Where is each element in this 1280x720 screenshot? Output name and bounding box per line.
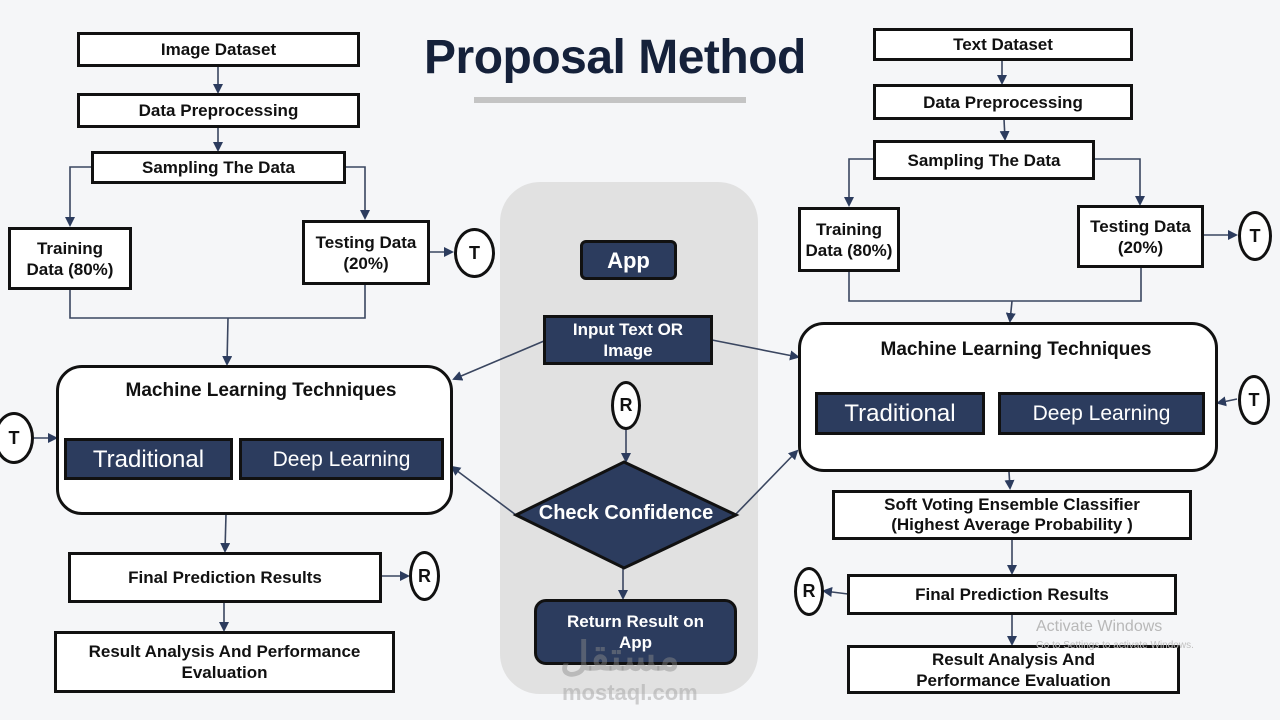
- left-connector-t-in: T: [0, 412, 34, 464]
- arrow-merge-ml-left: [222, 317, 233, 366]
- left-connector-t-out: T: [454, 228, 495, 278]
- right-final-prediction-box: Final Prediction Results: [847, 574, 1177, 615]
- right-testing-box: Testing Data (20%): [1077, 205, 1204, 268]
- right-result-analysis-box: Result Analysis And Performance Evaluati…: [847, 645, 1180, 694]
- arrow-decision-ml-right: [734, 449, 799, 516]
- decision-label: Check Confidence: [538, 502, 714, 524]
- arrow-sampling-testing: [346, 166, 370, 220]
- merge-left: [69, 284, 366, 319]
- left-ml-title: Machine Learning Techniques: [125, 380, 397, 401]
- return-result-box: Return Result on App: [534, 599, 737, 665]
- left-traditional-box: Traditional: [64, 438, 233, 480]
- left-preprocessing-box: Data Preprocessing: [77, 93, 360, 128]
- arrow-text-sampling-training: [844, 158, 875, 207]
- arrow-t-ml-right: [1216, 396, 1238, 407]
- arrow-decision-ml-left: [450, 465, 517, 516]
- left-connector-r-out: R: [409, 551, 440, 601]
- app-box: App: [580, 240, 677, 280]
- mostaql-logo-latin: mostaql.com: [562, 680, 698, 705]
- left-training-box: Training Data (80%): [8, 227, 132, 290]
- right-connector-r-out: R: [794, 567, 824, 616]
- arrow-sampling-training: [65, 166, 91, 227]
- page-title: Proposal Method: [424, 31, 806, 84]
- input-box: Input Text OR Image: [543, 315, 713, 365]
- arrow-input-ml-right: [711, 339, 800, 361]
- arrow-text-preprocessing-sampling: [999, 118, 1010, 141]
- left-sampling-box: Sampling The Data: [91, 151, 346, 184]
- title-underline: [474, 97, 746, 103]
- right-ml-title: Machine Learning Techniques: [880, 339, 1152, 360]
- image-dataset-box: Image Dataset: [77, 32, 360, 67]
- activate-windows-subtitle: Go to Settings to activate Windows.: [1036, 640, 1194, 651]
- ensemble-classifier-box: Soft Voting Ensemble Classifier (Highest…: [832, 490, 1192, 540]
- right-preprocessing-box: Data Preprocessing: [873, 84, 1133, 120]
- left-testing-box: Testing Data (20%): [302, 220, 430, 285]
- left-final-prediction-box: Final Prediction Results: [68, 552, 382, 603]
- arrow-ml-ensemble: [1004, 471, 1015, 490]
- left-result-analysis-box: Result Analysis And Performance Evaluati…: [54, 631, 395, 693]
- right-traditional-box: Traditional: [815, 392, 985, 435]
- mostaql-logo-arabic: مستقل: [560, 635, 680, 679]
- right-deep-learning-box: Deep Learning: [998, 392, 1205, 435]
- activate-windows-title: Activate Windows: [1036, 618, 1163, 635]
- merge-right: [848, 268, 1142, 302]
- center-connector-r-in: R: [611, 381, 641, 430]
- arrow-input-ml-left: [452, 340, 545, 381]
- right-connector-t-out: T: [1238, 211, 1272, 261]
- arrow-final-r-right: [822, 587, 849, 597]
- right-sampling-box: Sampling The Data: [873, 140, 1095, 180]
- text-dataset-box: Text Dataset: [873, 28, 1133, 61]
- right-connector-t-in: T: [1238, 375, 1270, 425]
- right-training-box: Training Data (80%): [798, 207, 900, 272]
- left-deep-learning-box: Deep Learning: [239, 438, 444, 480]
- arrow-text-sampling-testing: [1094, 158, 1145, 206]
- arrow-ml-final-left: [220, 513, 231, 553]
- arrow-merge-ml-right: [1005, 300, 1016, 323]
